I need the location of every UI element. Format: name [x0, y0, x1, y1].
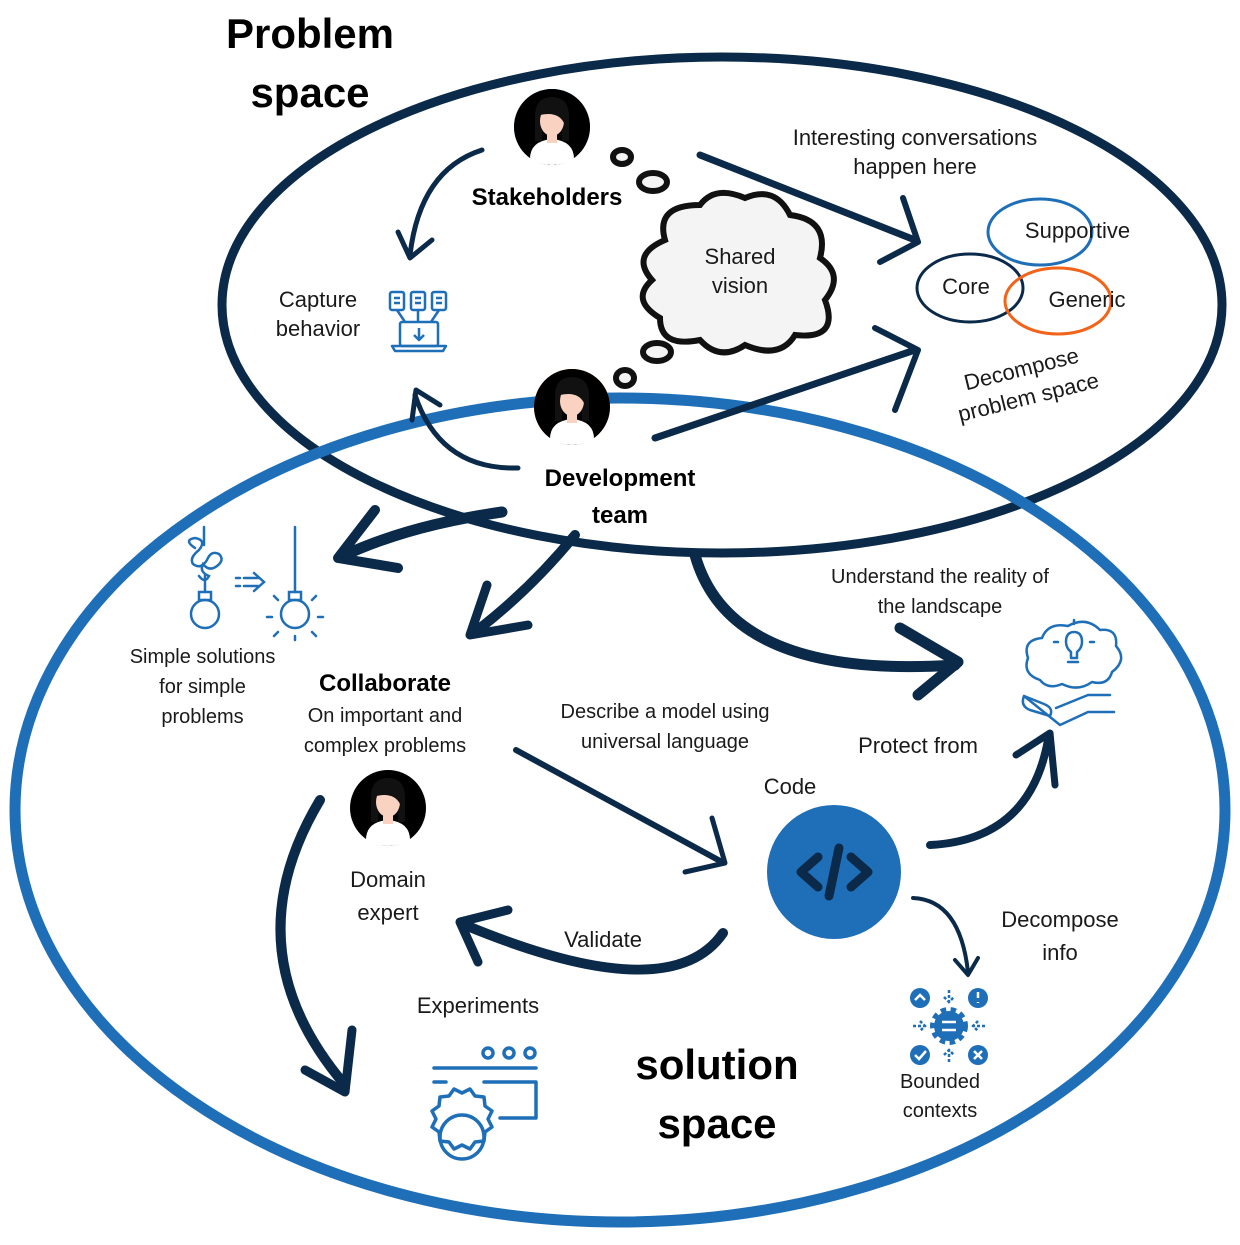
protect-from-label: Protect from: [858, 733, 978, 758]
development-team-label: Development team: [544, 465, 696, 530]
understand-reality-label: Understand the reality of the landscape: [831, 566, 1049, 618]
domain-expert-label: Domain expert: [350, 867, 426, 925]
arrow-code-to-domain-expert: [460, 920, 728, 975]
arrowhead: [455, 905, 513, 967]
problem-space-title: Problem space: [225, 10, 395, 116]
subdomain-supportive-circle: [986, 197, 1094, 267]
hand-holding-brain-idea-icon: [1021, 618, 1123, 727]
interesting-conversations-label: Interesting conversations happen here: [792, 125, 1038, 179]
arrow-devteam-to-collaborate: [470, 530, 580, 637]
arrowhead: [953, 956, 980, 977]
arrowhead: [300, 1025, 357, 1097]
shared-vision-cloud: [639, 189, 837, 356]
subdomain-core-circle: [915, 252, 1025, 324]
subdomain-generic: Generic: [1048, 287, 1126, 312]
subdomain-generic-circle: [1003, 266, 1113, 336]
shared-vision-label: Shared vision: [704, 244, 776, 298]
arrowhead: [465, 580, 533, 640]
validate-label: Validate: [564, 927, 642, 952]
tangled-to-bright-bulb-icon: [187, 525, 325, 642]
subdomain-supportive: Supportive: [1024, 218, 1131, 243]
arrowhead: [872, 325, 921, 413]
documents-to-laptop-icon: [388, 290, 448, 353]
arrow-devteam-to-landscape: [689, 549, 961, 673]
arrowhead: [682, 815, 728, 875]
arrow-domain-expert-to-experiments: [275, 795, 350, 1090]
stakeholders-avatar: [514, 89, 590, 165]
arrowhead: [333, 505, 403, 573]
simple-solutions-label: Simple solutions for simple problems: [129, 646, 276, 728]
arrowhead: [1012, 729, 1059, 789]
arrow-collaborate-to-code: [513, 747, 725, 865]
arrow-devteam-to-capture: [412, 392, 521, 471]
solution-space-boundary: [9, 392, 1231, 1228]
arrow-stakeholders-to-capture: [407, 147, 485, 258]
arrowhead: [409, 387, 443, 423]
collaborate-block: Collaborate On important and complex pro…: [280, 667, 490, 761]
development-team-avatar: [534, 369, 610, 445]
solution-space-title: solution space: [635, 1041, 799, 1147]
arrow-code-to-protect: [926, 736, 1052, 849]
arrow-to-subdomains-top: [696, 151, 919, 244]
code-label: Code: [763, 774, 817, 799]
domain-expert-avatar: [350, 770, 426, 846]
problem-space-boundary: [217, 52, 1227, 558]
arrow-code-to-bounded: [911, 896, 970, 974]
thought-bubbles: [610, 147, 674, 389]
bounded-contexts-label: Bounded contexts: [899, 1071, 981, 1122]
arrowhead: [894, 622, 964, 701]
experiments-label: Experiments: [416, 993, 540, 1018]
subdomain-core: Core: [942, 274, 990, 299]
capture-behavior-label: Capture behavior: [275, 287, 361, 341]
arrow-devteam-to-simple: [339, 506, 508, 561]
arrowhead: [877, 195, 921, 265]
decompose-info-label: Decompose info: [1001, 907, 1119, 965]
arrowhead: [395, 229, 435, 261]
arrow-to-subdomains-bottom: [651, 346, 919, 442]
code-brackets-icon: [796, 843, 873, 901]
collaborate-title: Collaborate: [318, 670, 452, 697]
describe-model-label: Describe a model using universal languag…: [560, 701, 770, 753]
stakeholders-label: Stakeholders: [471, 184, 623, 211]
gear-hub-icon: [910, 988, 988, 1065]
browser-gear-icon: [430, 1046, 538, 1161]
